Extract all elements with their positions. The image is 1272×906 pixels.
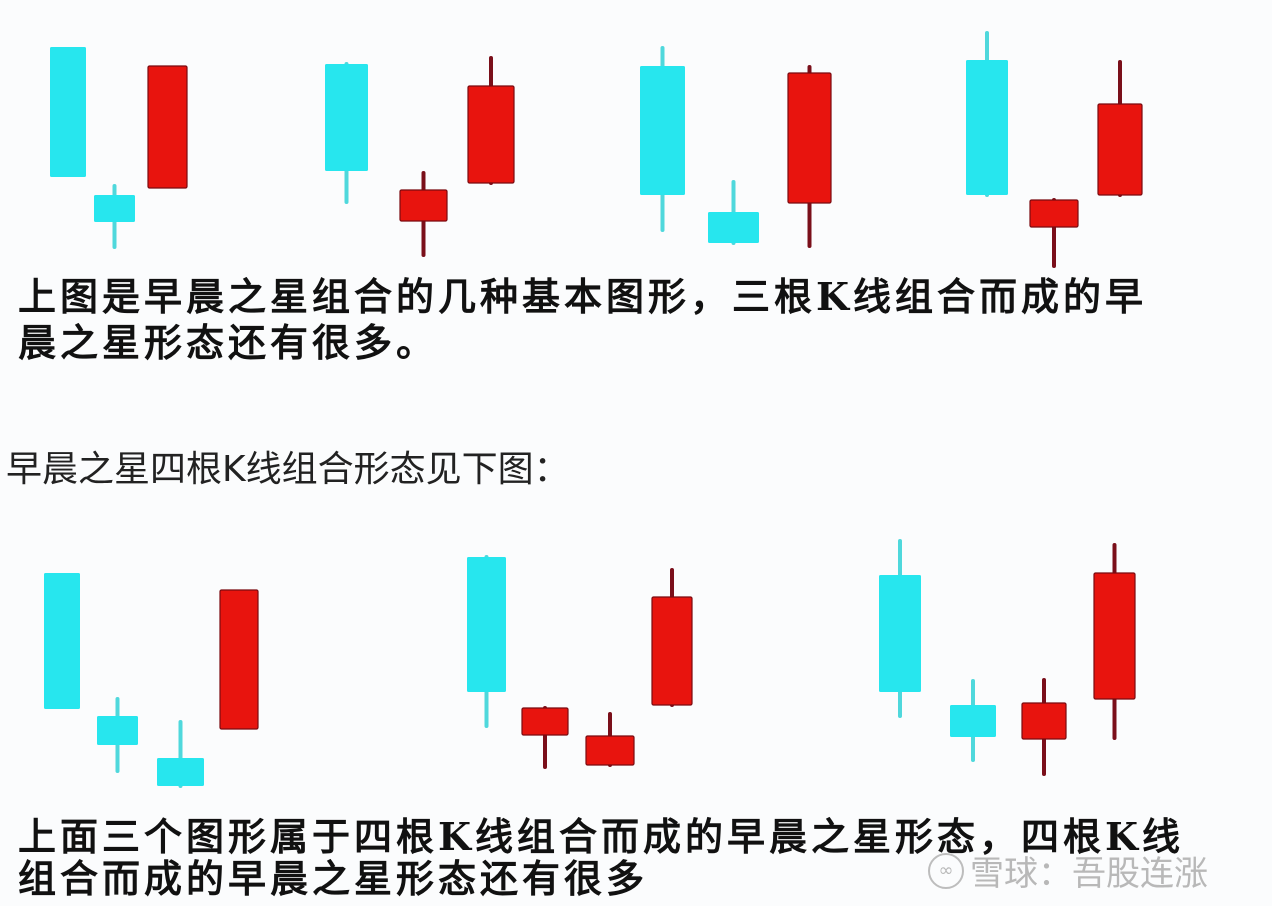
caption-four-candle-line2: 组合而成的早晨之星形态还有很多 (18, 856, 649, 901)
candle-group-7 (879, 539, 1136, 776)
bearish-candle-body (97, 716, 138, 745)
bullish-candle-body (1097, 103, 1143, 196)
bullish-candle-body (219, 589, 259, 730)
bearish-candle-body (640, 66, 685, 195)
bullish-candle-body (399, 189, 448, 222)
watermark-text: 雪球：吾股连涨 (970, 854, 1208, 894)
bearish-candle-body (966, 60, 1008, 195)
four-candle-heading: 早晨之星四根K线组合形态见下图： (6, 449, 570, 490)
bullish-candle-body (1029, 199, 1079, 228)
bearish-candle-body (94, 195, 135, 222)
bearish-candle-body (50, 47, 86, 177)
bullish-candle-body (651, 596, 693, 706)
candle-group-6 (467, 555, 693, 769)
bullish-candle-body (467, 85, 515, 184)
snowball-logo-icon: ∞ (928, 852, 964, 889)
watermark: ∞ 雪球：吾股连涨 (928, 846, 1208, 895)
bullish-candle-body (787, 72, 832, 204)
bearish-candle-body (950, 705, 996, 737)
bullish-candle-body (147, 65, 188, 189)
candle-group-5 (44, 573, 259, 788)
bearish-candle-body (325, 64, 368, 171)
bullish-candle-body (585, 735, 635, 766)
caption-three-candle-line1: 上图是早晨之星组合的几种基本图形，三根K线组合而成的早 (18, 274, 1148, 319)
candle-group-1 (50, 47, 188, 249)
caption-four-candle-line1: 上面三个图形属于四根K线组合而成的早晨之星形态，四根K线 (18, 814, 1185, 859)
caption-three-candle-line2: 晨之星形态还有很多。 (18, 320, 439, 365)
bullish-candle-body (1093, 572, 1136, 700)
bearish-candle-body (879, 575, 921, 692)
candle-group-2 (325, 56, 515, 257)
candle-group-4 (966, 31, 1143, 268)
bullish-candle-body (1021, 702, 1067, 740)
bearish-candle-body (44, 573, 80, 709)
bearish-candle-body (467, 557, 506, 692)
bearish-candle-body (708, 212, 759, 243)
candle-group-3 (640, 46, 832, 248)
bearish-candle-body (157, 758, 204, 786)
bullish-candle-body (521, 707, 569, 736)
